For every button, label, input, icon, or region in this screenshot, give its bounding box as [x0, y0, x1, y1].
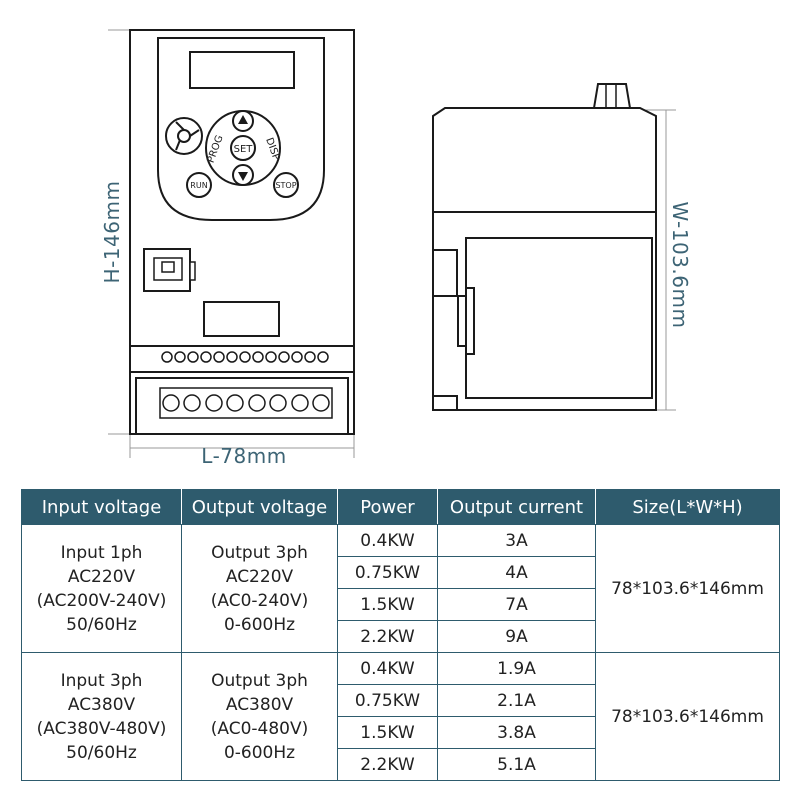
side-knob [592, 83, 632, 109]
side-view [432, 83, 676, 411]
power-cell: 1.5KW [337, 716, 438, 749]
input-voltage-cell: Input 1ph AC220V (AC200V-240V) 50/60Hz [21, 524, 182, 653]
output-voltage-cell: Output 3ph AC220V (AC0-240V) 0-600Hz [181, 524, 338, 653]
run-button[interactable] [186, 172, 212, 198]
current-cell: 3A [437, 524, 596, 557]
power-cell: 0.4KW [337, 524, 438, 557]
power-terminals [162, 394, 330, 412]
table-row: 2.2KW 9A [22, 620, 780, 653]
current-cell: 3.8A [437, 716, 596, 749]
run-label: RUN [190, 181, 207, 190]
lcd-display [189, 51, 295, 89]
vfd-drawing: SET PROG DISP RUN STOP [108, 29, 676, 458]
length-dimension: L-78mm [201, 444, 287, 468]
stop-button[interactable] [273, 172, 299, 198]
size-cell: 78*103.6*146mm [595, 652, 780, 781]
power-cell: 1.5KW [337, 588, 438, 621]
arrow-up-icon [238, 115, 248, 124]
spec-table: Input voltage Output voltage Power Outpu… [21, 489, 780, 781]
output-voltage-cell: Output 3ph AC380V (AC0-480V) 0-600Hz [181, 652, 338, 781]
set-label: SET [234, 144, 254, 155]
front-view: SET PROG DISP RUN STOP [108, 29, 355, 458]
table-row: 2.2KW 5.1A [22, 748, 780, 781]
arrow-down-icon [238, 172, 248, 181]
header-input-voltage: Input voltage [21, 489, 182, 525]
table-row: 0.75KW 4A [22, 556, 780, 589]
header-row: Input voltage Output voltage Power Outpu… [21, 489, 780, 525]
label-window [203, 301, 280, 337]
current-cell: 7A [437, 588, 596, 621]
current-cell: 1.9A [437, 652, 596, 685]
width-dimension: W-103.6mm [668, 201, 692, 329]
input-voltage-cell: Input 3ph AC380V (AC380V-480V) 50/60Hz [21, 652, 182, 781]
table-row: 1.5KW 7A [22, 588, 780, 621]
table-row: 1.5KW 3.8A [22, 716, 780, 749]
power-cell: 2.2KW [337, 620, 438, 653]
table-row: Input 1ph AC220V (AC200V-240V) 50/60Hz O… [21, 524, 780, 653]
table-row: Input 3ph AC380V (AC380V-480V) 50/60Hz O… [21, 652, 780, 781]
current-cell: 9A [437, 620, 596, 653]
control-terminals [161, 351, 329, 363]
side-top-housing [432, 107, 657, 213]
header-output-current: Output current [437, 489, 596, 525]
size-cell: 78*103.6*146mm [595, 524, 780, 653]
power-cell: 0.4KW [337, 652, 438, 685]
current-cell: 2.1A [437, 684, 596, 717]
stop-label: STOP [275, 181, 296, 190]
set-button[interactable] [230, 135, 256, 161]
power-cell: 0.75KW [337, 556, 438, 589]
header-output-voltage: Output voltage [181, 489, 338, 525]
power-cell: 0.75KW [337, 684, 438, 717]
power-cell: 2.2KW [337, 748, 438, 781]
height-dimension: H-146mm [100, 180, 124, 284]
current-cell: 5.1A [437, 748, 596, 781]
header-power: Power [337, 489, 438, 525]
header-size: Size(L*W*H) [595, 489, 780, 525]
current-cell: 4A [437, 556, 596, 589]
